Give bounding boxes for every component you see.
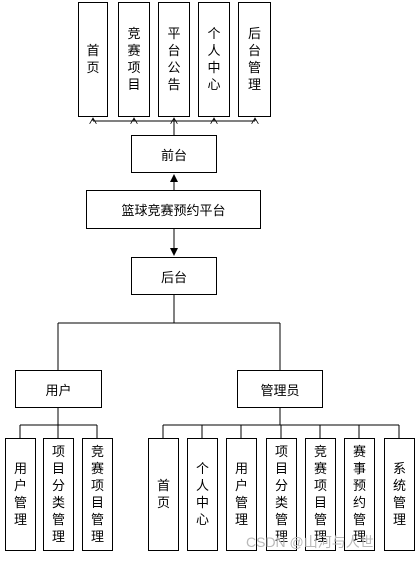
watermark: CSDN @山河与人世	[246, 534, 374, 550]
backend-branch	[57, 295, 281, 370]
admin-module-competition-management: 竞赛项目管理	[305, 438, 336, 551]
platform-node: 篮球竞赛预约平台	[86, 190, 261, 229]
backend-node: 后台	[131, 257, 217, 295]
frontend-node: 前台	[131, 135, 217, 173]
admin-module-user-management: 用户管理	[226, 438, 257, 551]
frontend-module-announcements: 平台公告	[158, 2, 190, 117]
frontend-module-home: 首页	[78, 2, 108, 117]
user-module-user-management: 用户管理	[5, 438, 36, 551]
user-module-category-management: 项目分类管理	[43, 438, 74, 551]
role-admin: 管理员	[237, 370, 323, 408]
frontend-module-personal-center: 个人中心	[198, 2, 230, 117]
user-module-competition-management: 竞赛项目管理	[82, 438, 113, 551]
admin-module-category-management: 项目分类管理	[266, 438, 297, 551]
admin-module-home: 首页	[148, 438, 179, 551]
frontend-module-admin: 后台管理	[238, 2, 271, 117]
role-user: 用户	[15, 370, 102, 408]
admin-module-personal-center: 个人中心	[187, 438, 218, 551]
user-branch	[19, 408, 98, 438]
admin-module-booking-management: 赛事预约管理	[344, 438, 375, 551]
admin-branch	[162, 408, 400, 438]
frontend-bus	[93, 118, 255, 135]
frontend-module-competitions: 竞赛项目	[118, 2, 150, 117]
admin-module-system-management: 系统管理	[384, 438, 415, 551]
